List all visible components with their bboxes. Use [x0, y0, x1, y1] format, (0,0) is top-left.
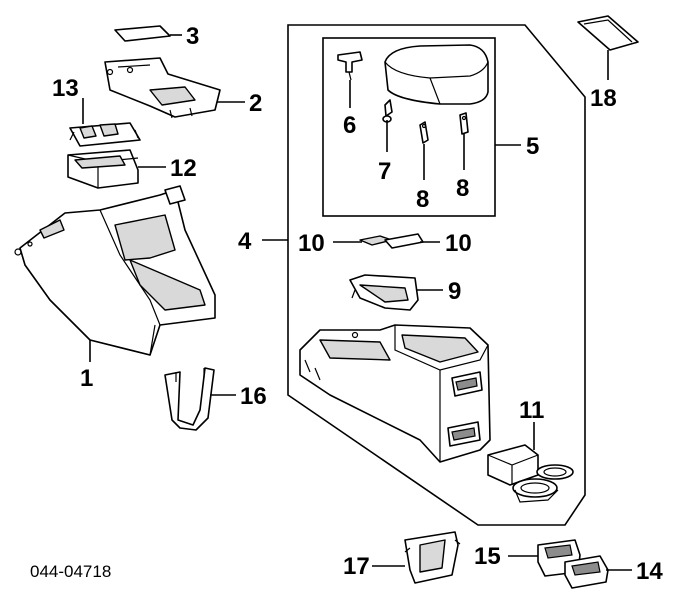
part-16-bracket: [164, 367, 215, 431]
callout-3: 3: [186, 23, 199, 50]
callout-14: 14: [636, 558, 663, 585]
part-10-cover-right: [384, 233, 424, 249]
catalog-code: 044-04718: [30, 562, 111, 581]
leader-lines: [82, 34, 632, 571]
part-6-latch: [337, 51, 363, 81]
callout-10-right: 10: [445, 230, 472, 257]
callout-12: 12: [170, 155, 197, 182]
callout-4: 4: [238, 228, 252, 255]
part-12-box: [67, 149, 139, 189]
callout-5: 5: [526, 133, 539, 160]
callout-16: 16: [240, 383, 267, 410]
callout-9: 9: [448, 278, 461, 305]
part-2-bracket: [104, 57, 221, 119]
callout-8-left: 8: [416, 186, 429, 213]
part-8-hinge-left: [419, 121, 429, 144]
part-18-pad: [577, 15, 639, 51]
part-5-armrest: [384, 44, 489, 105]
callout-6: 6: [343, 112, 356, 139]
assembly-box-5: [322, 37, 496, 217]
callout-18: 18: [590, 85, 617, 112]
assembly-outline-4: [287, 24, 586, 526]
part-3-pad: [114, 25, 171, 42]
part-11-cup-holder: [487, 444, 574, 503]
callout-15: 15: [474, 543, 501, 570]
part-8-hinge-right: [459, 112, 469, 135]
part-14-box: [564, 555, 609, 589]
callout-7: 7: [378, 158, 391, 185]
callout-17: 17: [343, 553, 370, 580]
part-17-bracket: [404, 531, 461, 584]
callout-8-right: 8: [456, 175, 469, 202]
callout-13: 13: [52, 75, 79, 102]
part-13-insert: [69, 122, 141, 147]
part-4-upper-console: [299, 324, 491, 463]
callout-10-left: 10: [298, 230, 325, 257]
callout-1: 1: [80, 365, 93, 392]
part-7-pin: [382, 99, 393, 123]
part-9-tray: [349, 274, 419, 311]
callout-2: 2: [249, 90, 262, 117]
callout-11: 11: [519, 397, 544, 424]
part-1-lower-console: [14, 185, 216, 356]
